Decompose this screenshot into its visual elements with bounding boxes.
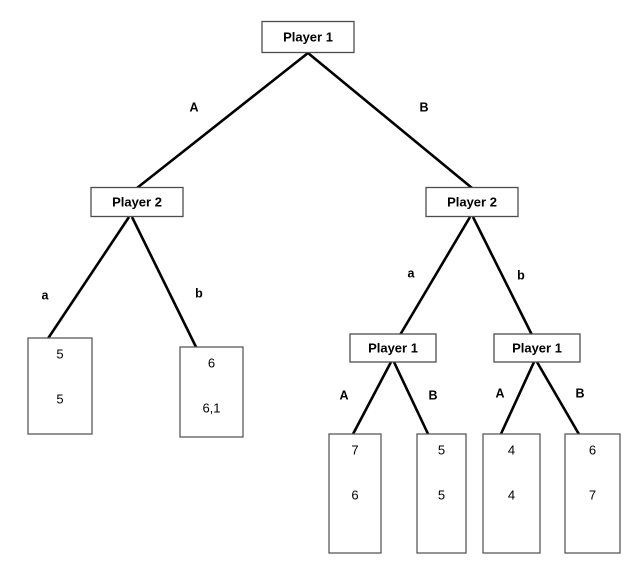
payoff-value-bottom: 6 — [351, 487, 358, 502]
payoff-value-bottom: 4 — [508, 487, 515, 502]
payoff-box: 55 — [416, 433, 467, 554]
payoff-box-outline — [179, 346, 244, 438]
decision-node-root[interactable]: Player 1 — [261, 20, 355, 54]
payoff-box-outline — [328, 433, 382, 554]
tree-edge — [130, 216, 199, 350]
payoff-box-outline — [482, 433, 541, 554]
payoff-box-outline — [27, 337, 93, 435]
tree-edge — [535, 361, 582, 437]
edges-layer — [45, 51, 582, 437]
payoff-box: 67 — [564, 433, 621, 554]
payoff-value-bottom: 6,1 — [202, 400, 220, 415]
node-label: Player 1 — [283, 29, 333, 44]
node-box-outline — [425, 186, 519, 218]
tree-edge — [45, 216, 131, 341]
payoff-value-top: 4 — [508, 442, 515, 457]
decision-node-p1RR[interactable]: Player 1 — [493, 333, 581, 363]
payoff-value-top: 6 — [589, 442, 596, 457]
payoff-value-bottom: 5 — [56, 391, 63, 406]
node-label: Player 1 — [512, 340, 562, 355]
decision-node-p2R[interactable]: Player 2 — [425, 186, 519, 218]
edge-label-root-B: B — [419, 100, 428, 114]
edge-label-p1RR-A: A — [495, 386, 504, 400]
payoff-box: 66,1 — [179, 346, 244, 438]
decision-node-p1RL[interactable]: Player 1 — [349, 333, 437, 363]
payoff-box: 44 — [482, 433, 541, 554]
payoff-box: 76 — [328, 433, 382, 554]
node-label: Player 1 — [368, 340, 418, 355]
edge-label-p2L-b: b — [195, 286, 203, 300]
edge-label-p2L-a: a — [42, 288, 50, 302]
node-label: Player 2 — [112, 194, 162, 209]
tree-edge — [398, 216, 472, 336]
payoff-box: 55 — [27, 337, 93, 435]
payoff-box-outline — [564, 433, 621, 554]
payoff-value-bottom: 5 — [438, 487, 445, 502]
edge-label-p1RL-B: B — [428, 388, 437, 402]
tree-edge — [471, 216, 534, 336]
node-label: Player 2 — [447, 194, 497, 209]
decision-node-p2L[interactable]: Player 2 — [90, 186, 184, 218]
edge-label-p1RL-A: A — [339, 388, 348, 402]
tree-edge — [350, 361, 393, 437]
node-box-outline — [493, 333, 581, 363]
decision-nodes-layer: Player 1 Player 2 Player 2 Player 1 Player 1 — [90, 20, 581, 363]
edge-label-root-A: A — [189, 100, 198, 114]
payoff-box-outline — [416, 433, 467, 554]
payoff-value-bottom: 7 — [589, 487, 596, 502]
payoff-value-top: 6 — [208, 355, 215, 370]
node-box-outline — [261, 20, 355, 54]
edge-label-p1RR-B: B — [575, 386, 584, 400]
payoff-value-top: 7 — [351, 442, 358, 457]
tree-edge — [136, 51, 309, 190]
edge-label-p2R-a: a — [408, 266, 416, 280]
tree-edge — [392, 361, 431, 437]
payoff-value-top: 5 — [438, 442, 445, 457]
edge-label-p2R-b: b — [517, 268, 525, 282]
tree-edge — [498, 361, 536, 437]
payoff-value-top: 5 — [56, 346, 63, 361]
tree-edge — [307, 51, 473, 190]
node-box-outline — [349, 333, 437, 363]
node-box-outline — [90, 186, 184, 218]
